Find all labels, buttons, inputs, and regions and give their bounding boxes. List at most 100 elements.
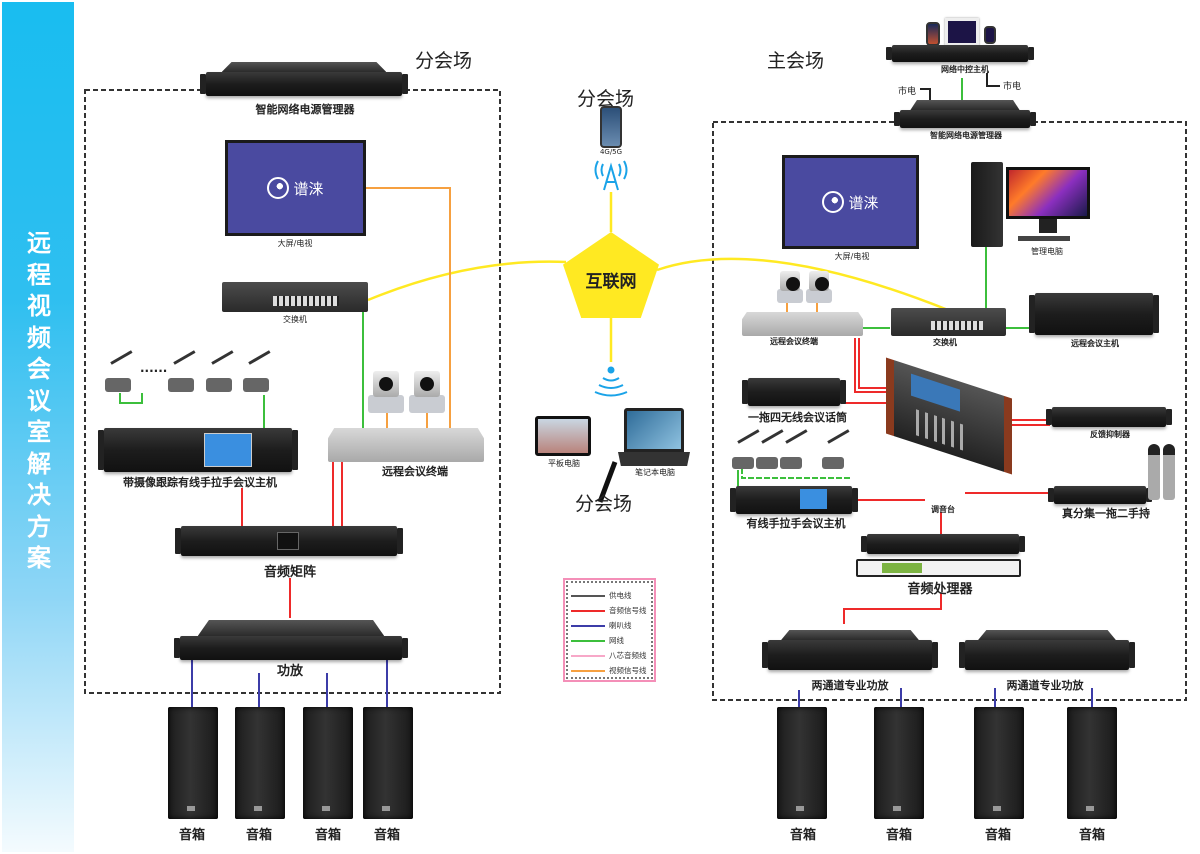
legend-label: 视频信号线 — [609, 666, 647, 675]
wired-host-device — [730, 486, 858, 514]
main-screen-label: 大屏/电视 — [834, 252, 870, 261]
wireless-mics-label: 一拖四无线会议话筒 — [748, 411, 847, 424]
mobile-branch-heading: 分会场 — [577, 88, 635, 110]
branch-room-heading: 分会场 — [415, 50, 473, 72]
net-link-wired-mics — [741, 468, 852, 479]
branch-speaker-label-3: 音箱 — [314, 828, 341, 843]
handheld-receiver — [1048, 486, 1152, 504]
main-ptz-camera-1 — [777, 271, 803, 303]
audio-processor-label: 音频处理器 — [907, 582, 973, 597]
legend-swatch — [571, 654, 605, 657]
main-desk-mic-3 — [780, 457, 802, 469]
slash-divider — [597, 461, 618, 503]
wifi-branch-heading: 分会场 — [575, 493, 633, 515]
legend-item: 网线 — [571, 633, 648, 648]
mixer-label: 调音台 — [931, 505, 955, 514]
main-power-manager-device — [894, 100, 1036, 128]
desk-mic-4 — [243, 378, 269, 392]
branch-switch-label: 交换机 — [283, 315, 307, 324]
main-terminal-device — [742, 312, 863, 336]
main-desk-mic-1 — [732, 457, 754, 469]
sidebar-title: 远程视频会议室解决方案 — [27, 229, 51, 572]
branch-screen-label: 大屏/电视 — [277, 239, 313, 248]
legend-label: 供电线 — [609, 591, 632, 600]
mobile-network-label: 4G/5G — [599, 148, 623, 156]
pc-monitor — [1006, 167, 1090, 219]
main-amp-left-device — [762, 630, 938, 670]
desk-mic-1 — [105, 378, 131, 392]
legend-item: 视频信号线 — [571, 663, 648, 678]
brand-logo-text-main: 谱涞 — [848, 193, 879, 212]
control-ipad — [945, 18, 979, 46]
audio-processor-device — [856, 559, 1021, 577]
branch-switch-device — [222, 282, 368, 312]
audio-matrix-device — [175, 526, 403, 556]
tablet-label: 平板电脑 — [548, 459, 580, 468]
amplifier-device — [174, 620, 408, 660]
wifi-icon — [594, 366, 628, 397]
main-desk-mic-2 — [756, 457, 778, 469]
laptop-label: 笔记本电脑 — [635, 468, 675, 477]
handheld-mic-2 — [1163, 444, 1175, 500]
main-speaker-4 — [1067, 707, 1117, 819]
brand-logo-text: 谱涞 — [293, 179, 324, 198]
control-phone — [984, 26, 996, 44]
main-speaker-2 — [874, 707, 924, 819]
brand-logo-icon-main — [822, 191, 845, 213]
branch-speaker-3 — [303, 707, 353, 819]
main-amp-right-label: 两通道专业功放 — [1006, 679, 1084, 692]
tablet-device — [535, 416, 591, 456]
main-speaker-label-3: 音箱 — [984, 828, 1011, 843]
legend-swatch — [571, 624, 605, 627]
keyboard — [1018, 236, 1070, 241]
internet-label: 互联网 — [585, 271, 637, 292]
main-display-screen: 谱涞 — [782, 155, 919, 249]
branch-speaker-4 — [363, 707, 413, 819]
branch-speaker-1 — [168, 707, 218, 819]
legend-item: 供电线 — [571, 588, 648, 603]
mic-ellipsis: ······ — [140, 364, 168, 378]
power-line-left — [920, 88, 931, 100]
mgmt-pc-label: 管理电脑 — [1031, 247, 1063, 256]
main-amp-right-device — [959, 630, 1135, 670]
smartphone-device — [600, 106, 622, 148]
handheld-mic-1 — [1148, 444, 1160, 500]
main-speaker-1 — [777, 707, 827, 819]
legend-item: 音频信号线 — [571, 603, 648, 618]
legend-swatch — [571, 594, 605, 597]
laptop-keyboard — [618, 452, 690, 466]
legend-item: 八芯音频线 — [571, 648, 648, 663]
central-control-label: 网络中控主机 — [941, 65, 989, 74]
control-tablet-small — [926, 22, 940, 46]
branch-room-border — [84, 89, 501, 694]
legend-label: 网线 — [609, 636, 624, 645]
branch-speaker-label-1: 音箱 — [178, 828, 205, 843]
mains-power-right-label: 市电 — [1002, 82, 1021, 92]
cell-tower-icon — [594, 160, 628, 191]
branch-terminal-device — [328, 428, 484, 462]
processor-rear-panel — [861, 534, 1025, 554]
feedback-suppressor-device — [1046, 407, 1172, 427]
amplifier-label: 功放 — [276, 664, 303, 679]
desk-mic-2 — [168, 378, 194, 392]
wireless-mic-receiver — [742, 378, 846, 406]
main-room-heading: 主会场 — [767, 50, 825, 72]
branch-speaker-label-2: 音箱 — [245, 828, 272, 843]
handheld-mics-label: 真分集一拖二手持 — [1062, 507, 1150, 520]
wired-host-label: 有线手拉手会议主机 — [746, 517, 846, 530]
conference-host-label: 带摄像跟踪有线手拉手会议主机 — [123, 476, 277, 489]
main-amp-left-label: 两通道专业功放 — [811, 679, 889, 692]
main-speaker-label-1: 音箱 — [789, 828, 816, 843]
central-control-device — [886, 45, 1034, 62]
pc-tower — [971, 162, 1003, 247]
conference-host-device — [98, 428, 298, 472]
power-line-right — [986, 73, 1000, 87]
main-switch-label: 交换机 — [933, 338, 957, 347]
ptz-camera-2 — [409, 371, 445, 413]
legend-label: 喇叭线 — [609, 621, 632, 630]
legend-swatch — [571, 609, 605, 612]
power-manager-label: 智能网络电源管理器 — [255, 103, 355, 116]
audio-matrix-label: 音频矩阵 — [263, 565, 316, 580]
desk-mic-3 — [206, 378, 232, 392]
